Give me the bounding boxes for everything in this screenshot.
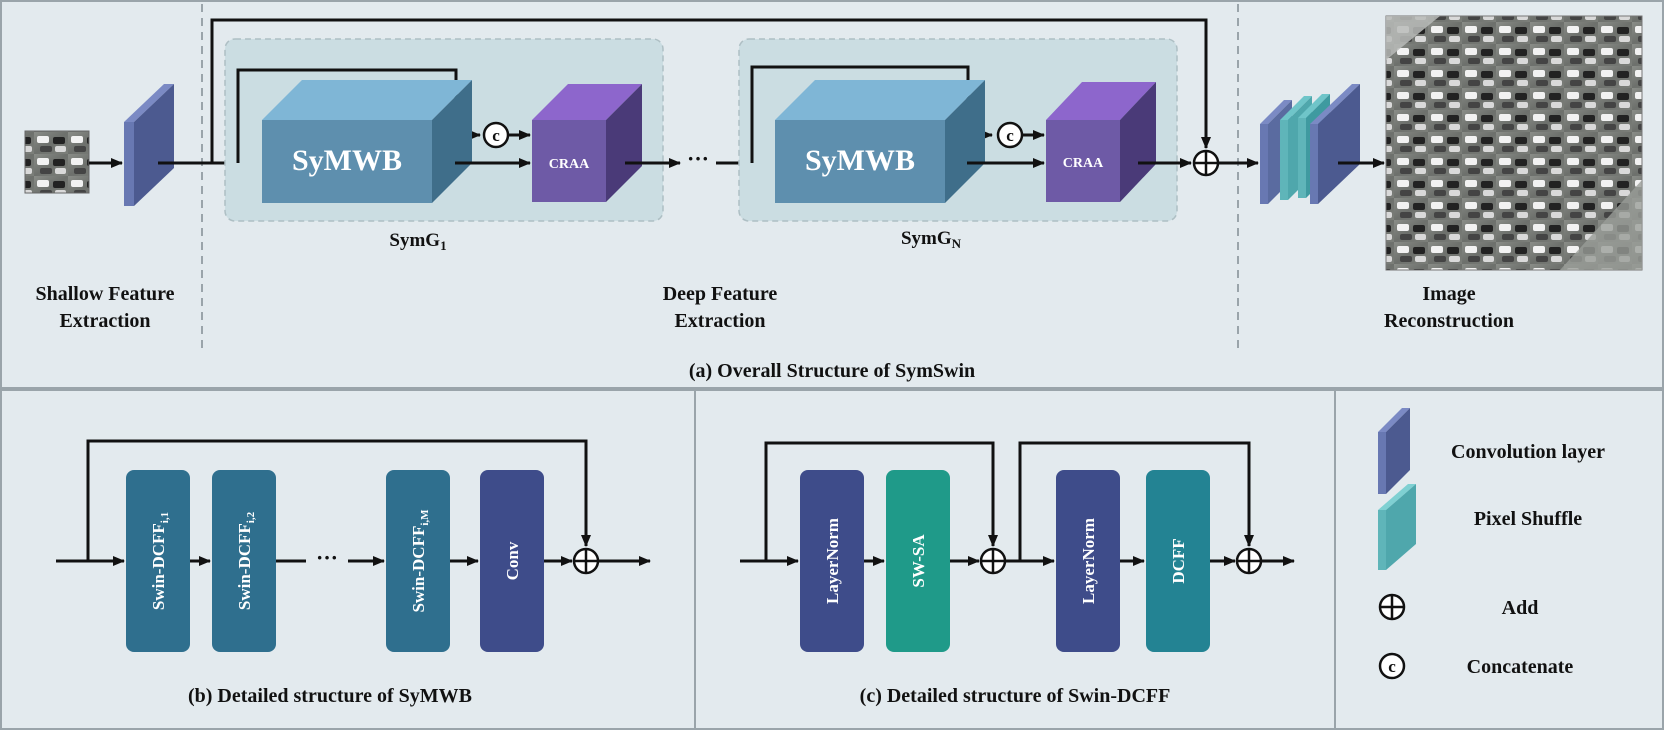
svg-text:LayerNorm: LayerNorm [823,518,842,604]
input-image-thumbnail [24,130,90,194]
symg1-concat-icon: c [482,121,510,149]
symg1-label: SymG1 [389,230,446,253]
svg-text:c: c [492,126,500,145]
symgn-label: SymGN [901,228,962,251]
symg1-craa-block: CRAA [532,84,642,202]
legend-add-icon [1378,593,1406,621]
legend-pixel-shuffle-icon [1378,484,1416,570]
b-swin-dcff-block-1: Swin-DCFFi,1 [126,470,190,652]
symgn-symwb-block: SyMWB [775,80,985,203]
recon-label-line2: Reconstruction [1384,310,1514,332]
global-residual-arrow [210,18,1211,163]
legend-concat-icon: c [1378,652,1406,680]
panel-c-caption: (c) Detailed structure of Swin-DCFF [860,685,1171,707]
svg-text:c: c [1388,657,1396,676]
global-add-icon [1192,149,1220,177]
c-add-icon-2 [1235,547,1263,575]
svg-text:c: c [1006,126,1014,145]
symgn-craa-block: CRAA [1046,82,1156,202]
shallow-label-line1: Shallow Feature [35,283,174,305]
c-dcff-block: DCFF [1146,470,1210,652]
svg-text:Conv: Conv [503,541,522,580]
deep-label-line1: Deep Feature [663,283,778,305]
svg-text:DCFF: DCFF [1169,538,1188,583]
legend-conv-layer-icon [1378,408,1410,494]
b-swin-dcff-block-2: Swin-DCFFi,2 [212,470,276,652]
symg1-symwb-block: SyMWB [262,80,472,203]
b-add-icon [572,547,600,575]
c-layernorm-block-2: LayerNorm [1056,470,1120,652]
svg-text:Swin-DCFFi,1: Swin-DCFFi,1 [149,512,171,610]
panel-a-caption: (a) Overall Structure of SymSwin [689,360,975,382]
legend-add-label: Add [1502,597,1539,619]
b-ellipsis: ··· [316,545,338,570]
panel-b-caption: (b) Detailed structure of SyMWB [188,685,472,707]
b-swin-dcff-block-M: Swin-DCFFi,M [386,470,450,652]
b-conv-block: Conv [480,470,544,652]
c-swsa-block: SW-SA [886,470,950,652]
ellipsis-groups: ··· [687,146,709,171]
b-skip-arrow [86,439,591,561]
output-aerial-image [1385,15,1643,271]
shallow-label-line2: Extraction [59,310,150,332]
symgn-symwb-label: SyMWB [805,144,915,177]
recon-layer-stack [1260,84,1360,204]
c-skip-arrow-1 [764,441,998,561]
symg1-craa-label: CRAA [549,157,590,172]
symg1-symwb-label: SyMWB [292,144,402,177]
svg-text:Swin-DCFFi,2: Swin-DCFFi,2 [235,511,257,610]
legend-conv-layer-label: Convolution layer [1451,441,1605,463]
shallow-conv-layer [124,84,174,206]
svg-text:LayerNorm: LayerNorm [1079,518,1098,604]
deep-label-line2: Extraction [674,310,765,332]
c-add-icon-1 [979,547,1007,575]
symgn-craa-label: CRAA [1063,156,1104,171]
c-skip-arrow-2 [1018,441,1254,561]
legend-concat-label: Concatenate [1467,656,1574,678]
recon-label-line1: Image [1422,283,1475,305]
svg-text:SW-SA: SW-SA [909,534,928,588]
c-layernorm-block-1: LayerNorm [800,470,864,652]
legend-pixel-shuffle-label: Pixel Shuffle [1474,508,1582,530]
svg-text:Swin-DCFFi,M: Swin-DCFFi,M [409,509,431,613]
symgn-concat-icon: c [996,121,1024,149]
